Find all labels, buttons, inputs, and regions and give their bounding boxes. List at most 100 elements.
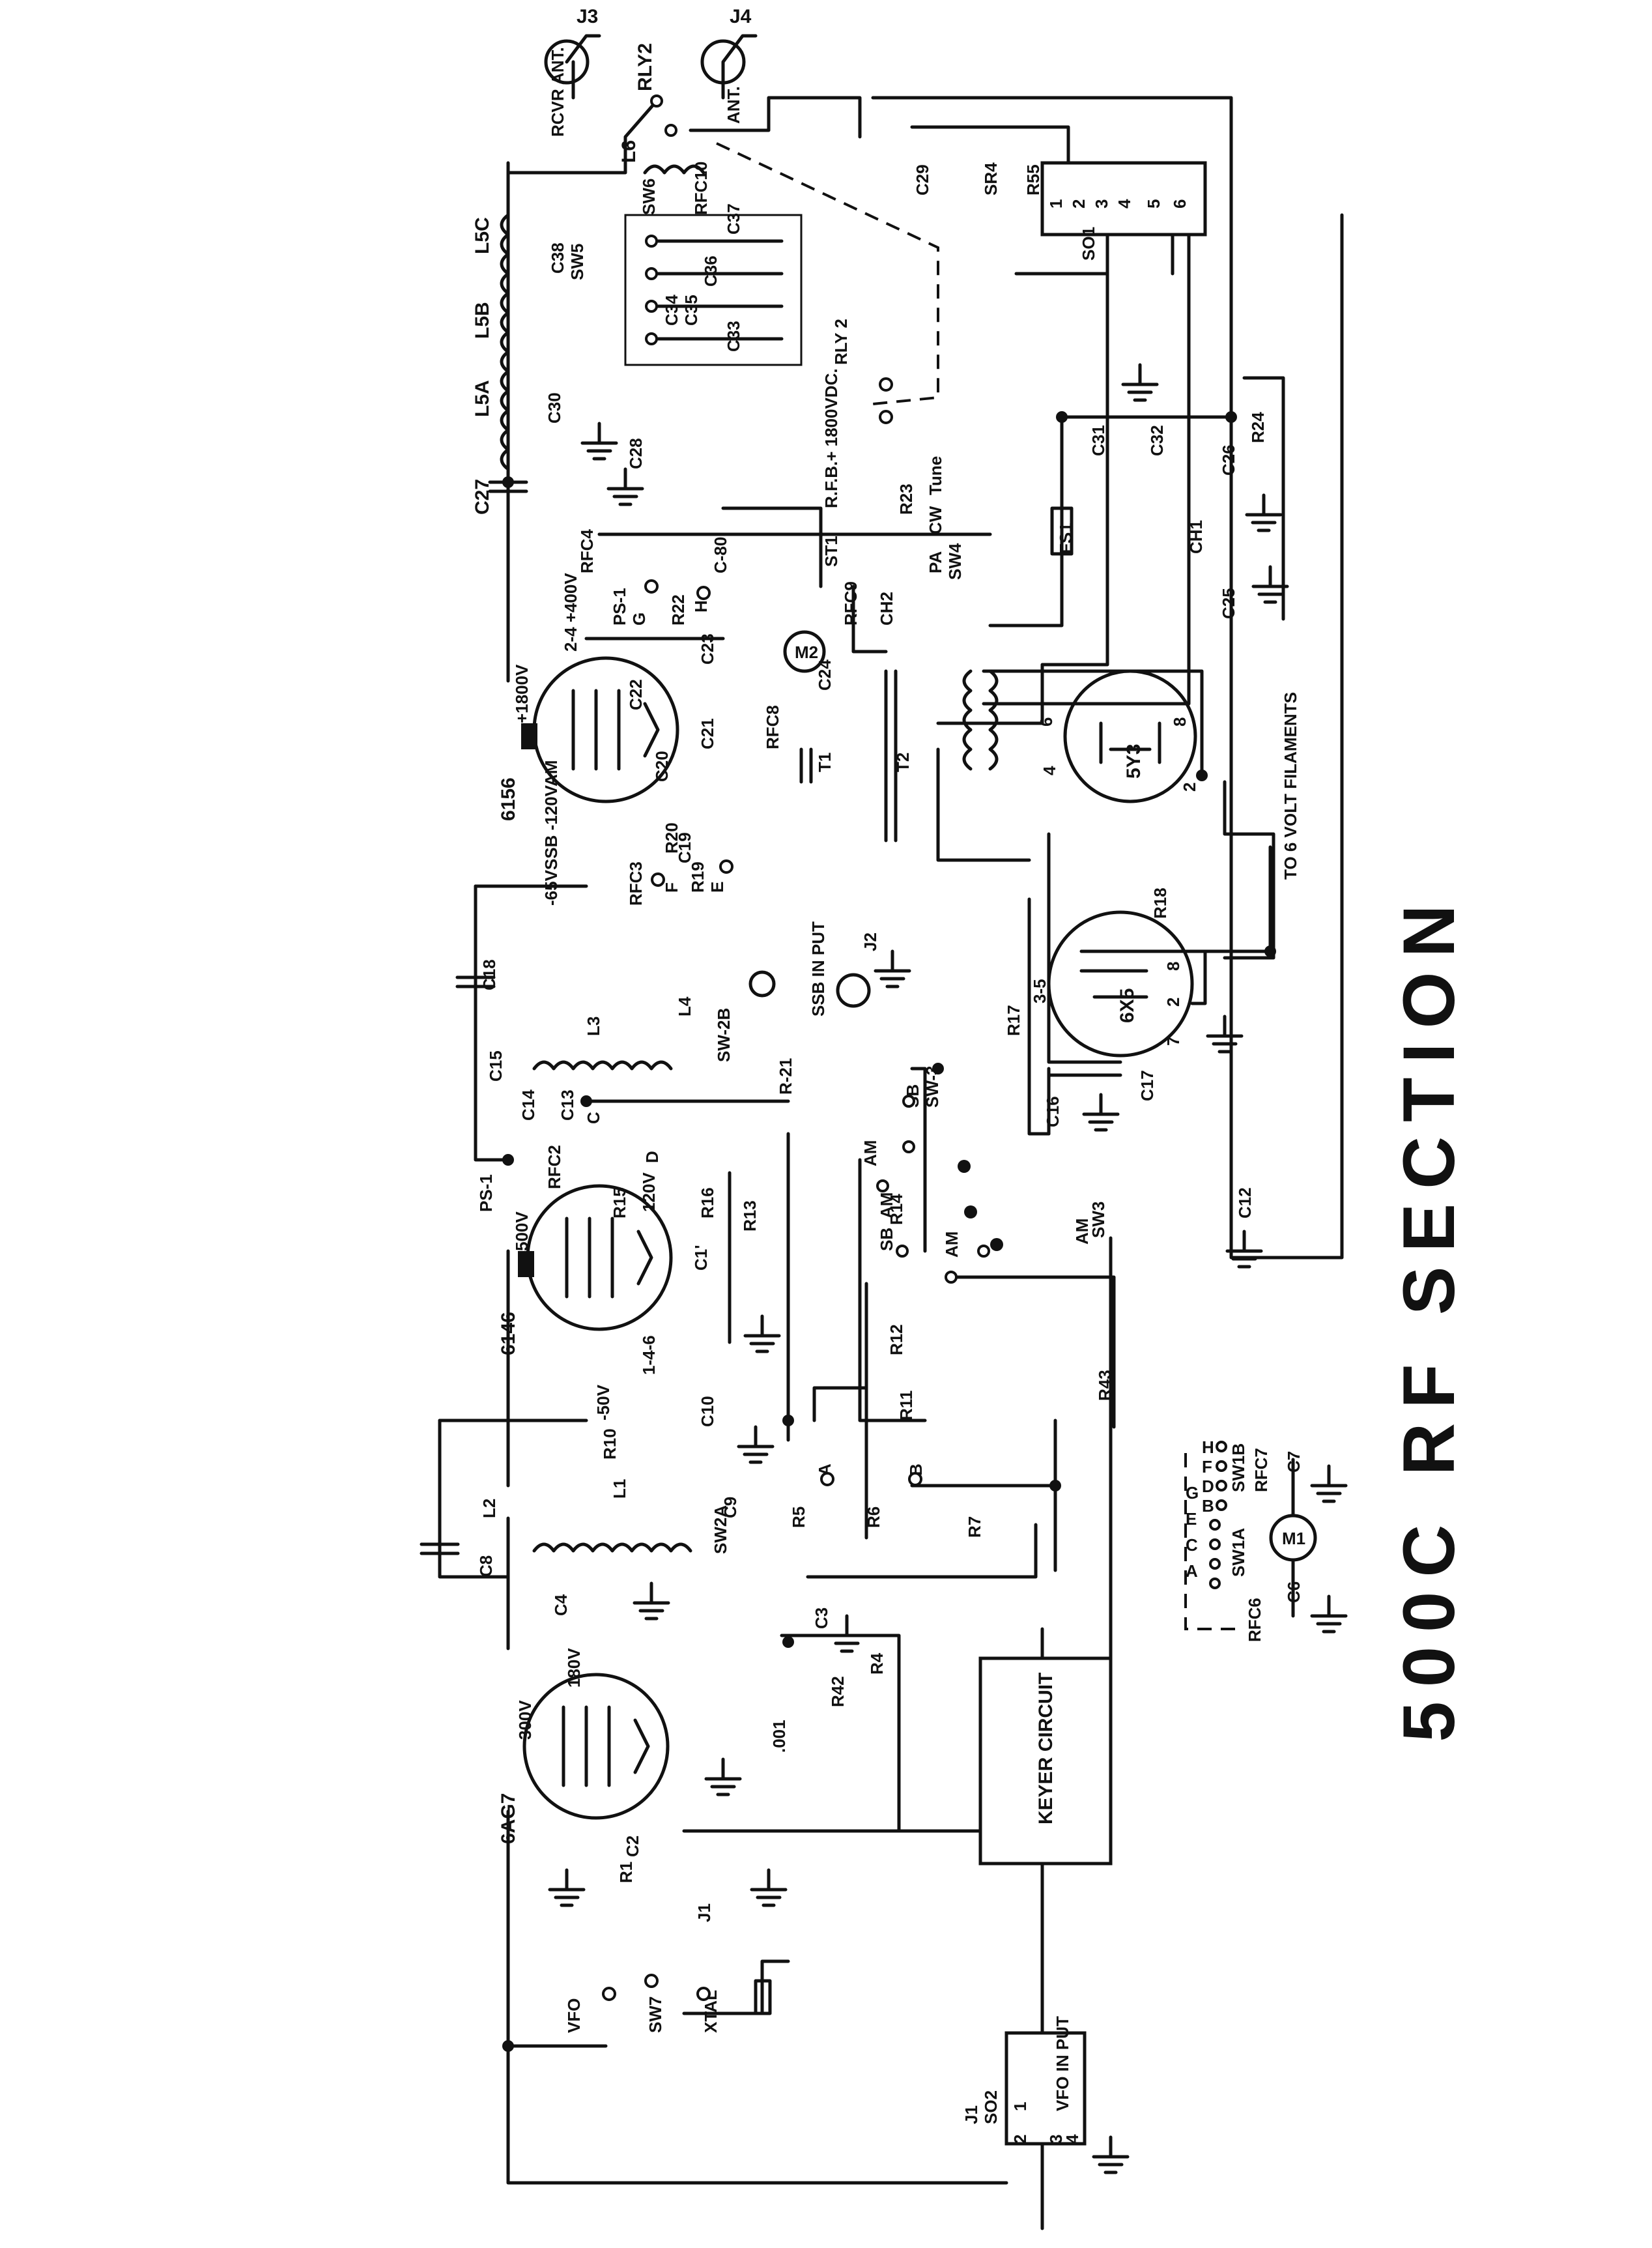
label-c33: C33 (724, 321, 743, 352)
label-c8: C8 (476, 1555, 496, 1577)
label-meter-c: C (1186, 1535, 1198, 1555)
label-v1-plate-voltage: 300V (515, 1700, 535, 1740)
meter-m2 (783, 630, 826, 673)
label-c32: C32 (1147, 425, 1167, 456)
antenna-section: J3 J4 RCVR ANT. ANT. RLY2 L6 RFC10 SW6 (544, 6, 758, 215)
label-pa: PA (926, 551, 945, 573)
label-r17: R17 (1004, 1005, 1023, 1036)
label-d: D (642, 1151, 662, 1163)
label-c15: C15 (486, 1050, 506, 1082)
label-e: E (707, 882, 727, 893)
label-meter-d: D (1202, 1477, 1214, 1496)
label-r11: R11 (896, 1391, 916, 1420)
label-tube-6146: 6146 (498, 1312, 519, 1355)
label-ps1-v2: PS-1 (476, 1174, 496, 1212)
label-c12: C12 (1235, 1187, 1255, 1218)
label-j3: J3 (577, 6, 598, 27)
label-m2: M2 (795, 642, 818, 662)
label-c13: C13 (558, 1089, 577, 1121)
label-c001: .001 (769, 1720, 789, 1753)
label-meter-a: A (1186, 1561, 1198, 1581)
v3-components: RFC4 PS-1 G R22 H C-80 C22 C23 C21 C20 R… (577, 529, 913, 906)
label-f: F (662, 882, 681, 893)
label-c2: C2 (623, 1836, 642, 1857)
label-c10: C10 (698, 1396, 717, 1427)
label-c20: C20 (652, 751, 672, 782)
label-r23: R23 (896, 483, 916, 515)
label-l3: L3 (584, 1016, 603, 1036)
label-c1prime: C1' (691, 1245, 711, 1271)
label-sw1b: SW1B (1229, 1443, 1248, 1492)
label-c9: C9 (720, 1497, 740, 1518)
label-sr4: SR4 (981, 162, 1001, 195)
label-r14: R14 (887, 1194, 906, 1225)
label-c30: C30 (545, 392, 564, 424)
label-v2-screen-voltage: 120V (639, 1172, 659, 1212)
label-l5c: L5C (472, 217, 493, 254)
label-sw7: SW7 (646, 1996, 665, 2033)
rcvr-antenna-jack[interactable] (544, 39, 590, 85)
label-l5a: L5A (472, 380, 493, 417)
label-r7: R7 (965, 1516, 984, 1538)
label-rfc6: RFC6 (1245, 1598, 1264, 1642)
label-6x5-pin8: 8 (1163, 962, 1183, 971)
label-rfc2: RFC2 (545, 1145, 564, 1189)
label-tube-6156: 6156 (498, 777, 519, 821)
sw7-vfo-xtal: VFO SW7 XTAL (564, 1974, 772, 2033)
label-c23: C23 (698, 633, 717, 665)
label-r42: R42 (828, 1676, 847, 1707)
label-meter-f: F (1202, 1457, 1212, 1477)
label-m1: M1 (1282, 1529, 1305, 1548)
label-v3-screen-voltage: 2-4 +400V (561, 573, 580, 652)
label-6x5-pin2: 2 (1163, 998, 1183, 1007)
label-c37: C37 (724, 203, 743, 235)
label-c38: C38 (548, 242, 567, 274)
label-r16: R16 (698, 1187, 717, 1218)
label-tube-6x5: 6X5 (1117, 988, 1138, 1023)
label-rfc9: RFC9 (841, 581, 861, 626)
label-c28: C28 (626, 438, 646, 469)
label-filaments: TO 6 VOLT FILAMENTS (1281, 692, 1300, 880)
label-sw4: SW4 (945, 543, 965, 580)
label-sw6: SW6 (639, 179, 659, 215)
label-rfc7: RFC7 (1251, 1448, 1271, 1492)
label-c34: C34 (662, 295, 681, 326)
label-c80: C-80 (711, 537, 730, 573)
label-so2-pin3: 3 (1046, 2135, 1066, 2144)
label-h: H (691, 600, 711, 612)
bandswitch-capacitor-box (624, 214, 803, 366)
label-c27: C27 (472, 479, 493, 515)
label-c16: C16 (1043, 1096, 1062, 1127)
label-ant: ANT. (724, 86, 743, 124)
label-cw: CW (926, 506, 945, 534)
label-ssb-input: SSB IN PUT (808, 921, 828, 1016)
label-v1-screen-voltage: 180V (564, 1648, 584, 1688)
pi-network-coils: L5C L5B L5A C38 SW5 C30 C27 C28 (472, 213, 646, 515)
label-5y3-pin4: 4 (1040, 766, 1059, 775)
ssb-input-jack[interactable] (836, 973, 871, 1008)
label-r20: R20 (662, 822, 681, 854)
label-c26: C26 (1219, 444, 1238, 476)
label-ps1-v3: PS-1 (610, 588, 629, 626)
label-ch2: CH2 (877, 592, 896, 626)
label-so1-pin3: 3 (1092, 199, 1111, 209)
label-rfc3: RFC3 (626, 861, 646, 906)
label-c36: C36 (701, 255, 720, 287)
label-so1-pin6: 6 (1170, 199, 1189, 209)
label-am-2: AM (877, 1192, 896, 1218)
so1-connector: SO1 1 2 3 4 5 6 C29 SR4 R55 C31 C32 FS1 … (913, 161, 1287, 619)
label-tube-5y3: 5Y3 (1123, 744, 1145, 779)
v1-components: C8 L2 L1 C4 C9 SW2A R5 A R6 B R7 C3 R4 R… (421, 1463, 984, 1922)
label-c35: C35 (681, 295, 701, 326)
label-pins-146: 1-4-6 (639, 1335, 659, 1375)
label-tube-6ag7: 6AG7 (498, 1793, 519, 1844)
label-r5: R5 (789, 1506, 808, 1528)
label-sw3-b: SW3 (1089, 1202, 1108, 1238)
label-r22: R22 (668, 594, 688, 626)
label-c3: C3 (812, 1607, 831, 1629)
label-r4: R4 (867, 1652, 887, 1675)
label-5y3-pin6: 6 (1036, 717, 1056, 727)
label-r13: R13 (740, 1200, 760, 1232)
keyer-circuit: KEYER CIRCUIT (978, 1656, 1113, 1866)
label-sb-2: SB (877, 1228, 896, 1251)
